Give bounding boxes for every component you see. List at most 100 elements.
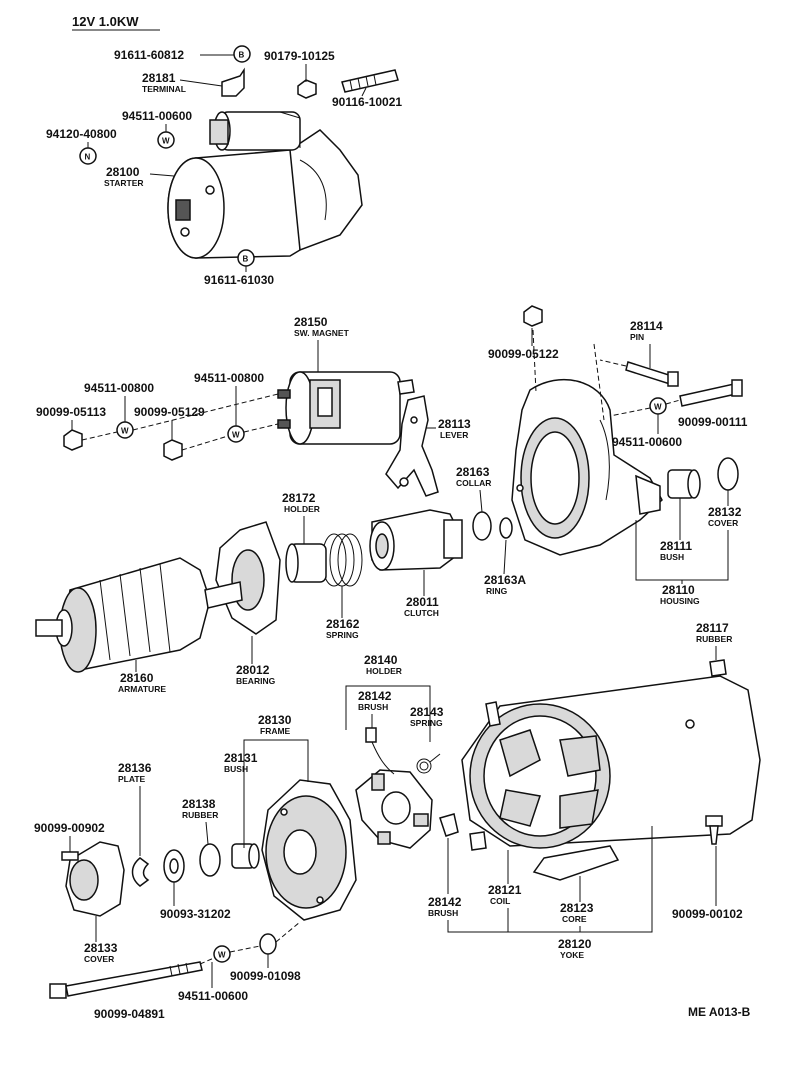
callout-w-mid-left: W	[116, 421, 134, 439]
label-28172: 28172	[282, 491, 316, 505]
callout-w-bottom: W	[213, 945, 231, 963]
label-cover-28132: COVER	[708, 518, 738, 528]
label-core: CORE	[562, 914, 587, 924]
label-90099-00902: 90099-00902	[34, 821, 105, 835]
label-28130: 28130	[258, 713, 292, 727]
label-90099-00102: 90099-00102	[672, 907, 743, 921]
label-armature: ARMATURE	[118, 684, 166, 694]
label-holder-28172: HOLDER	[284, 504, 320, 514]
bolt-90099-00111	[679, 379, 743, 407]
label-28160: 28160	[120, 671, 154, 685]
svg-text:B: B	[239, 51, 245, 60]
rubber-28117-drawing	[709, 659, 727, 677]
diagram-title: 12V 1.0KW	[72, 14, 139, 29]
callout-b-top: B	[233, 45, 251, 63]
label-clutch: CLUTCH	[404, 608, 439, 618]
label-90116-10021: 90116-10021	[332, 95, 402, 109]
label-28150: 28150	[294, 315, 328, 329]
label-starter: STARTER	[104, 178, 144, 188]
label-rubber-28138: RUBBER	[182, 810, 218, 820]
label-plate: PLATE	[118, 774, 146, 784]
label-collar: COLLAR	[456, 478, 491, 488]
label-yoke: YOKE	[560, 950, 584, 960]
housing-drawing	[511, 378, 663, 556]
label-28163: 28163	[456, 465, 490, 479]
label-90099-00111: 90099-00111	[678, 415, 748, 429]
label-28111: 28111	[660, 539, 692, 553]
label-94511-00600-bottom: 94511-00600	[178, 989, 248, 1003]
callout-w-top: W	[157, 131, 175, 149]
label-holder-28140: HOLDER	[366, 666, 402, 676]
label-28123: 28123	[560, 901, 594, 915]
label-frame: FRAME	[260, 726, 291, 736]
label-28011: 28011	[406, 595, 439, 609]
cover-28132-drawing	[717, 457, 739, 491]
label-spring-28162: SPRING	[326, 630, 359, 640]
cover-28133-drawing	[65, 841, 125, 917]
label-28131: 28131	[224, 751, 258, 765]
label-94511-00800-a: 94511-00800	[84, 381, 154, 395]
label-28117: 28117	[696, 621, 729, 635]
label-28132: 28132	[708, 505, 742, 519]
svg-text:W: W	[654, 403, 662, 412]
armature-drawing	[35, 557, 243, 673]
spring-28143-drawing	[416, 753, 441, 774]
label-28142-top: 28142	[358, 689, 392, 703]
label-bearing: BEARING	[236, 676, 276, 686]
callout-w-housing: W	[649, 397, 667, 415]
label-28136: 28136	[118, 761, 152, 775]
brush-holder-drawing	[355, 769, 433, 849]
starter-assembly-drawing	[167, 111, 363, 259]
plate-28136-drawing	[131, 857, 150, 887]
label-28143: 28143	[410, 705, 444, 719]
bush-28131-drawing	[231, 843, 260, 869]
label-pin: PIN	[630, 332, 644, 342]
label-90099-05122: 90099-05122	[488, 347, 559, 361]
label-28110: 28110	[662, 583, 695, 597]
label-28100: 28100	[106, 165, 140, 179]
svg-text:W: W	[121, 427, 129, 436]
ring-28163a-drawing	[499, 517, 513, 539]
rubber-28138-drawing	[199, 843, 221, 877]
label-ring: RING	[486, 586, 508, 596]
label-bush-28111: BUSH	[660, 552, 684, 562]
label-90099-05129: 90099-05129	[134, 405, 205, 419]
label-90179-10125: 90179-10125	[264, 49, 335, 63]
svg-text:W: W	[218, 951, 226, 960]
label-90099-04891: 90099-04891	[94, 1007, 165, 1021]
label-28121: 28121	[488, 883, 522, 897]
stud-bolt-part	[341, 69, 399, 93]
label-28113: 28113	[438, 417, 471, 431]
label-28114: 28114	[630, 319, 663, 333]
sw-magnet-drawing	[277, 371, 415, 445]
collar-28163-drawing	[472, 511, 492, 541]
label-28120: 28120	[558, 937, 592, 951]
lever-drawing	[385, 395, 439, 497]
nut-90099-05122	[523, 305, 543, 327]
svg-text:W: W	[232, 431, 240, 440]
label-sw-magnet: SW. MAGNET	[294, 328, 350, 338]
label-94120-40800: 94120-40800	[46, 127, 117, 141]
label-28181: 28181	[142, 71, 176, 85]
screw-90099-00102-drawing	[705, 815, 723, 845]
core-28123-drawing	[532, 845, 620, 881]
spring-28162-drawing	[321, 533, 363, 587]
label-28012: 28012	[236, 663, 270, 677]
label-brush-28142-top: BRUSH	[358, 702, 388, 712]
label-28163a: 28163A	[484, 573, 526, 587]
nut-part	[297, 79, 317, 99]
yoke-drawing	[461, 675, 761, 849]
label-spring-28143: SPRING	[410, 718, 443, 728]
washer-90093-31202-drawing	[163, 849, 185, 883]
nut-90099-05129	[163, 439, 183, 461]
label-lever: LEVER	[440, 430, 468, 440]
screw-90099-00902-drawing	[61, 851, 79, 861]
label-brush-28142-bottom: BRUSH	[428, 908, 458, 918]
clutch-drawing	[369, 509, 463, 571]
label-90093-31202: 90093-31202	[160, 907, 231, 921]
reference-code: ME A013-B	[688, 1005, 751, 1019]
label-90099-05113: 90099-05113	[36, 405, 106, 419]
svg-text:B: B	[243, 255, 249, 264]
label-28142-bottom: 28142	[428, 895, 462, 909]
